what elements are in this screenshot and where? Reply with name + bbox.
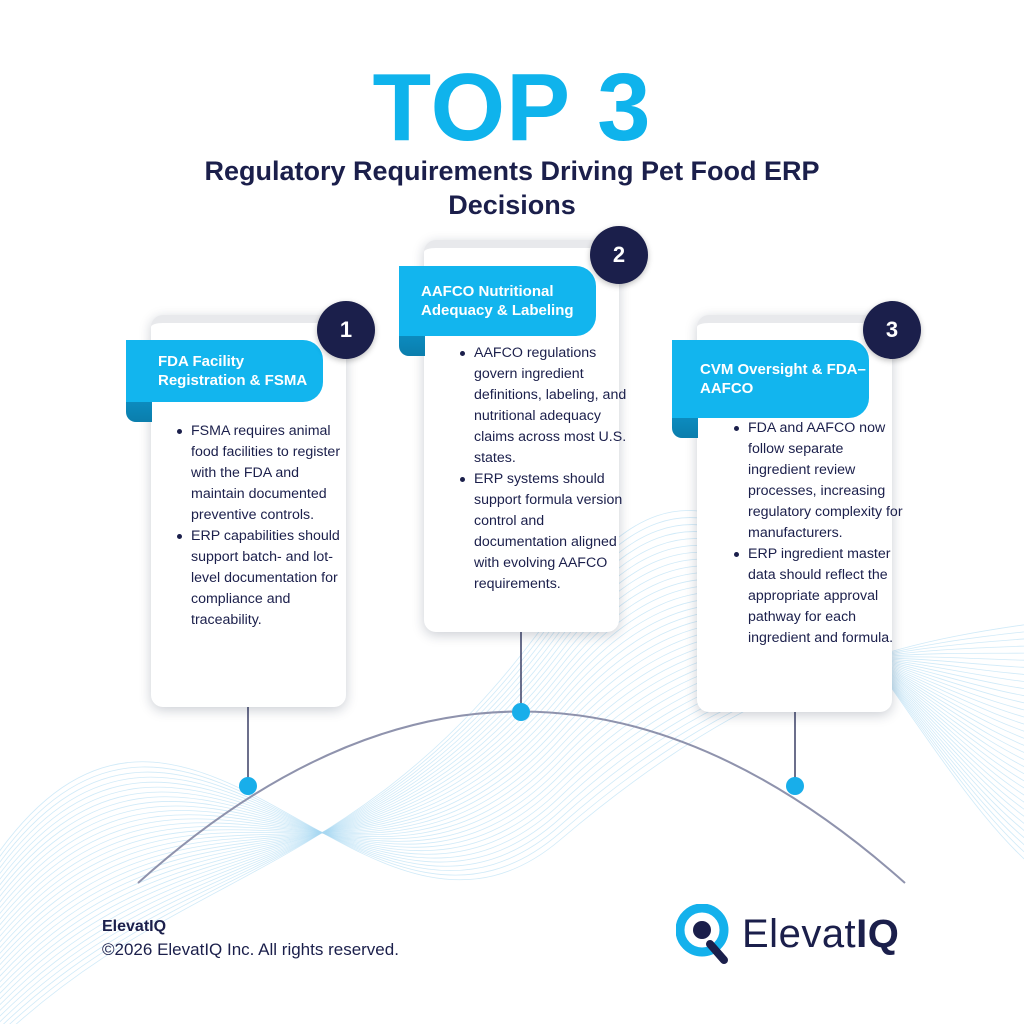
wave-line <box>0 565 1024 994</box>
card-1-title-ribbon: FDA Facility Registration & FSMA <box>126 340 323 402</box>
card-3-bullets: FDA and AAFCO now follow separate ingred… <box>730 418 903 649</box>
wave-line <box>0 558 1024 1000</box>
elevatiq-logo: ElevatIQ <box>676 902 899 966</box>
card-1-bullet-1: FSMA requires animal food facilities to … <box>177 421 343 526</box>
subtitle: Regulatory Requirements Driving Pet Food… <box>204 156 820 220</box>
card-2-bullet-1: AAFCO regulations govern ingredient defi… <box>460 343 634 469</box>
card-1-title: FDA Facility Registration & FSMA <box>158 353 308 389</box>
wave-line <box>0 578 1024 983</box>
wave-line <box>0 597 1024 966</box>
wave-line <box>0 632 1024 931</box>
wave-line <box>0 603 1024 960</box>
elevatiq-q-icon <box>676 904 729 964</box>
card-1-bullets: FSMA requires animal food facilities to … <box>173 421 343 631</box>
wave-line <box>0 545 1024 1011</box>
card-1-bullet-2: ERP capabilities should support batch- a… <box>177 526 343 631</box>
timeline-dot-1 <box>239 777 257 795</box>
wave-line <box>0 584 1024 977</box>
card-3-bullet-2: ERP ingredient master data should reflec… <box>734 544 903 649</box>
footer-copyright: ©2026 ElevatIQ Inc. All rights reserved. <box>102 940 399 959</box>
number-badge-1: 1 <box>317 301 375 359</box>
footer-brand: ElevatIQ <box>102 918 167 935</box>
wave-line <box>0 571 1024 989</box>
card-2-title-ribbon: AAFCO Nutritional Adequacy & Labeling <box>399 266 596 336</box>
wave-line <box>0 591 1024 971</box>
wave-line <box>0 637 1024 926</box>
card-2-title: AAFCO Nutritional Adequacy & Labeling <box>421 283 574 319</box>
wave-line <box>0 551 1024 1006</box>
timeline-dot-2 <box>512 703 530 721</box>
logo-text-bold: IQ <box>856 911 900 956</box>
card-3-bullet-1: FDA and AAFCO now follow separate ingred… <box>734 418 903 544</box>
logo-text-regular: Elevat <box>742 911 857 956</box>
card-3-title-ribbon: CVM Oversight & FDA–AAFCO <box>672 340 869 418</box>
number-badge-2: 2 <box>590 226 648 284</box>
timeline-dot-3 <box>786 777 804 795</box>
card-2-bullets: AAFCO regulations govern ingredient defi… <box>456 343 634 595</box>
number-badge-3: 3 <box>863 301 921 359</box>
wave-line <box>0 626 1024 937</box>
card-2-bullet-2: ERP systems should support formula versi… <box>460 469 634 595</box>
card-3-title: CVM Oversight & FDA–AAFCO <box>700 361 866 397</box>
wave-line <box>0 621 1024 943</box>
wave-line <box>0 615 1024 949</box>
main-title: TOP 3 <box>372 54 652 161</box>
wave-line <box>0 609 1024 954</box>
logo-wordmark: ElevatIQ <box>742 912 899 957</box>
